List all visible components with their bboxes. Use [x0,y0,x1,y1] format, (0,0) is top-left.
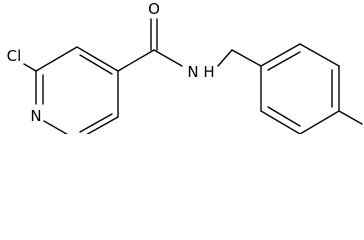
double-bond-b5-b6-inner [267,106,301,127]
double-bond-c3-c4-inner [79,54,113,75]
oxygen-atom-label: O [148,0,160,18]
double-bond-c5-c6-inner [79,113,113,133]
bond-c5-c6 [86,116,119,134]
chlorine-atom-label: Cl [7,47,22,65]
amide-hydrogen-label: H [203,63,214,81]
bond-carbonyl-n [153,49,183,67]
bond-c4-carbonyl [117,49,155,72]
bond-c3-c4 [76,46,119,72]
bond-c2-cl [23,63,37,72]
amide-nitrogen-label: N [187,63,198,81]
toluene-ring [260,43,340,134]
bond-ch2-ring [231,49,262,67]
pyridine-ring [35,46,119,134]
bond-methyl [338,110,363,125]
bond-b1-b2 [260,43,301,67]
carbonyl-group: O [117,0,160,72]
ring-nitrogen-label: N [30,107,41,125]
bond-b2-b3 [299,43,340,67]
bond-b5-b6 [260,110,301,134]
bond-b4-b5 [299,110,340,134]
double-bond-b1-b2-inner [267,51,301,71]
chemical-structure: Cl N O N H [7,0,363,134]
bond-n-ch2 [217,49,233,67]
bond-c6-n1 [43,120,68,134]
bond-c2-c3 [35,46,78,72]
